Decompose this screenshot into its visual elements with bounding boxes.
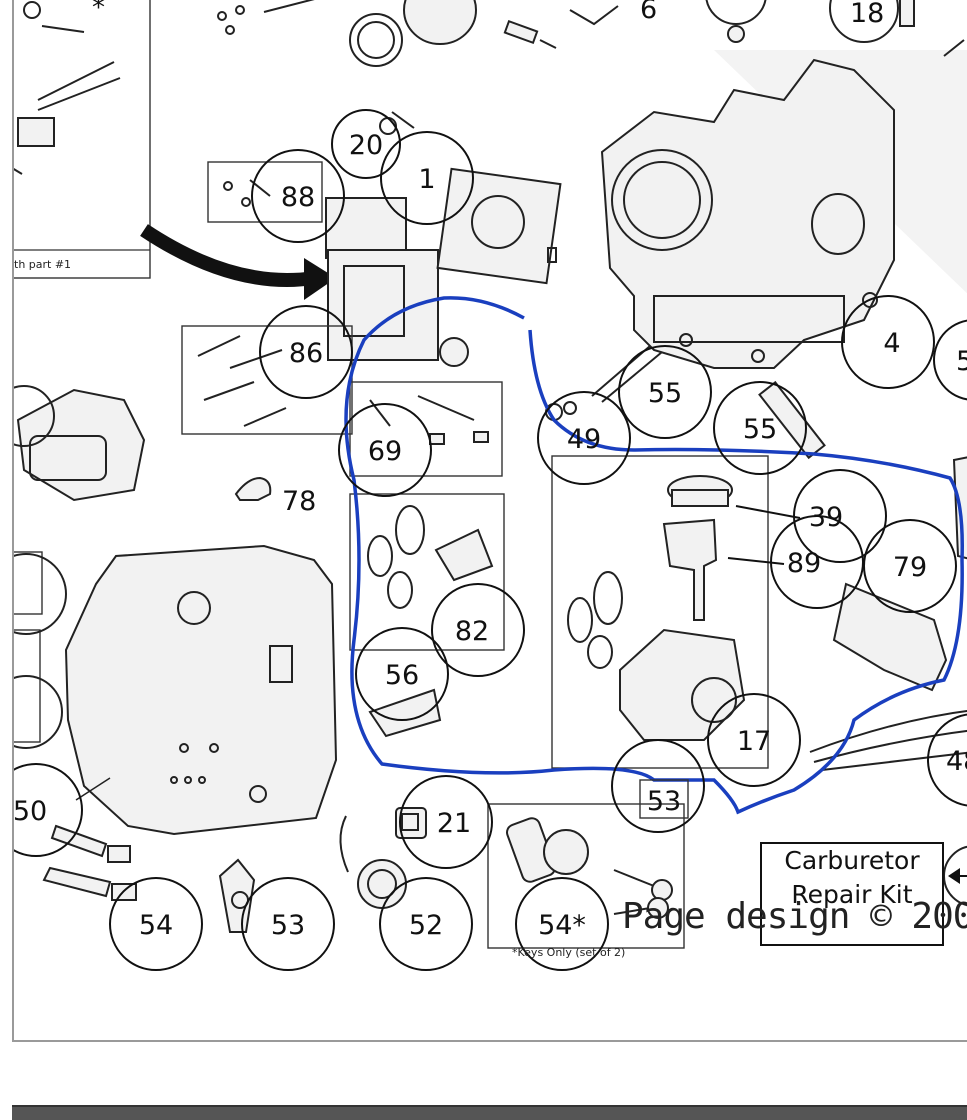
svg-text:1: 1: [418, 164, 435, 195]
callout-79: 79: [863, 519, 957, 613]
svg-text:82: 82: [455, 616, 489, 647]
callout-55-upper: 55: [618, 345, 712, 439]
switch-53: [218, 858, 256, 933]
callout-17: 17: [707, 693, 801, 787]
svg-text:4: 4: [883, 328, 900, 359]
box-88: [207, 161, 323, 223]
exploded-parts-diagram: * 6 18: [14, 0, 967, 971]
top-label-star: *: [92, 0, 105, 23]
svg-text:53: 53: [647, 786, 681, 817]
svg-text:20: 20: [349, 130, 383, 161]
edge-circle-d: [943, 845, 967, 907]
top-label-18: 18: [850, 0, 884, 29]
inset-caption: th part #1: [14, 258, 72, 271]
svg-text:79: 79: [893, 552, 927, 583]
carburetor-parts: [567, 475, 746, 741]
diagram-frame: * 6 18: [12, 0, 967, 1042]
callout-55-lower: 55: [713, 381, 807, 475]
highlight-outline: [344, 296, 964, 815]
ignition-switch: [506, 817, 673, 919]
cap-52: [339, 815, 407, 909]
copyright-watermark: Page design © 2004-2017: [622, 896, 967, 937]
carburetor-repair-kit-label: Carburetor Repair Kit: [760, 842, 944, 946]
callout-56: 56: [355, 627, 449, 721]
callout-4: 4: [841, 295, 935, 389]
box-82: [349, 493, 505, 651]
callout-54-star: 54*: [515, 877, 609, 971]
repair-kit-line-2: Repair Kit: [791, 880, 913, 909]
repair-kit-line-1: Carburetor: [784, 846, 920, 875]
callout-48: 48: [927, 713, 967, 807]
inset-box: [14, 0, 151, 279]
svg-text:53: 53: [271, 910, 305, 941]
side-box-a: [14, 551, 43, 615]
svg-text:54*: 54*: [538, 910, 586, 941]
edge-circle-a: [14, 385, 55, 447]
spacer-79: [832, 582, 948, 692]
part-56: [368, 688, 442, 738]
side-box-b: [14, 629, 41, 743]
engine-block: [600, 58, 895, 369]
blower-housing: [64, 544, 338, 836]
head-gasket: [16, 388, 146, 502]
callout-86: 86: [259, 305, 353, 399]
callout-89: 89: [770, 515, 864, 609]
box-69: [349, 381, 503, 477]
svg-text:56: 56: [385, 660, 419, 691]
top-parts: [217, 0, 965, 67]
callout-54: 54: [109, 877, 203, 971]
keys-54: [42, 824, 137, 901]
callout-5: 5: [933, 319, 967, 401]
keys-note: *Keys Only (set of 2): [512, 946, 626, 959]
svg-text:69: 69: [368, 436, 402, 467]
svg-text:17: 17: [737, 726, 771, 757]
callout-53-lower: 53: [241, 877, 335, 971]
label-78: 78: [282, 486, 316, 517]
edge-circle-c: [14, 675, 63, 749]
callout-52: 52: [379, 877, 473, 971]
edge-circle-b: [14, 553, 67, 635]
bottom-toolbar: [12, 1105, 967, 1120]
svg-text:54: 54: [139, 910, 173, 941]
svg-text:48: 48: [946, 746, 967, 777]
svg-text:50: 50: [14, 796, 47, 827]
ignition-kit-box: [487, 803, 685, 949]
top-label-6: 6: [640, 0, 657, 25]
svg-text:88: 88: [281, 182, 315, 213]
inset-parts: [14, 1, 121, 175]
svg-text:86: 86: [289, 338, 323, 369]
svg-text:49: 49: [567, 424, 601, 455]
callout-21: 21: [399, 775, 493, 869]
svg-text:55: 55: [743, 414, 777, 445]
svg-text:89: 89: [787, 548, 821, 579]
callout-69: 69: [338, 403, 432, 497]
callout-88: 88: [251, 149, 345, 243]
svg-text:52: 52: [409, 910, 443, 941]
callout-49: 49: [537, 391, 631, 485]
box-86: [181, 325, 353, 435]
callout-1: 1: [380, 131, 474, 225]
callout-82: 82: [431, 583, 525, 677]
callout-50: 50: [14, 763, 83, 857]
box-53: [639, 779, 689, 819]
callout-20: 20: [331, 109, 401, 179]
svg-text:5: 5: [956, 346, 967, 377]
bracket-78: [234, 476, 272, 501]
svg-text:21: 21: [437, 808, 471, 839]
carburetor-kit-box: [551, 455, 769, 769]
svg-text:55: 55: [648, 378, 682, 409]
callout-53-upper: 53: [611, 739, 705, 833]
